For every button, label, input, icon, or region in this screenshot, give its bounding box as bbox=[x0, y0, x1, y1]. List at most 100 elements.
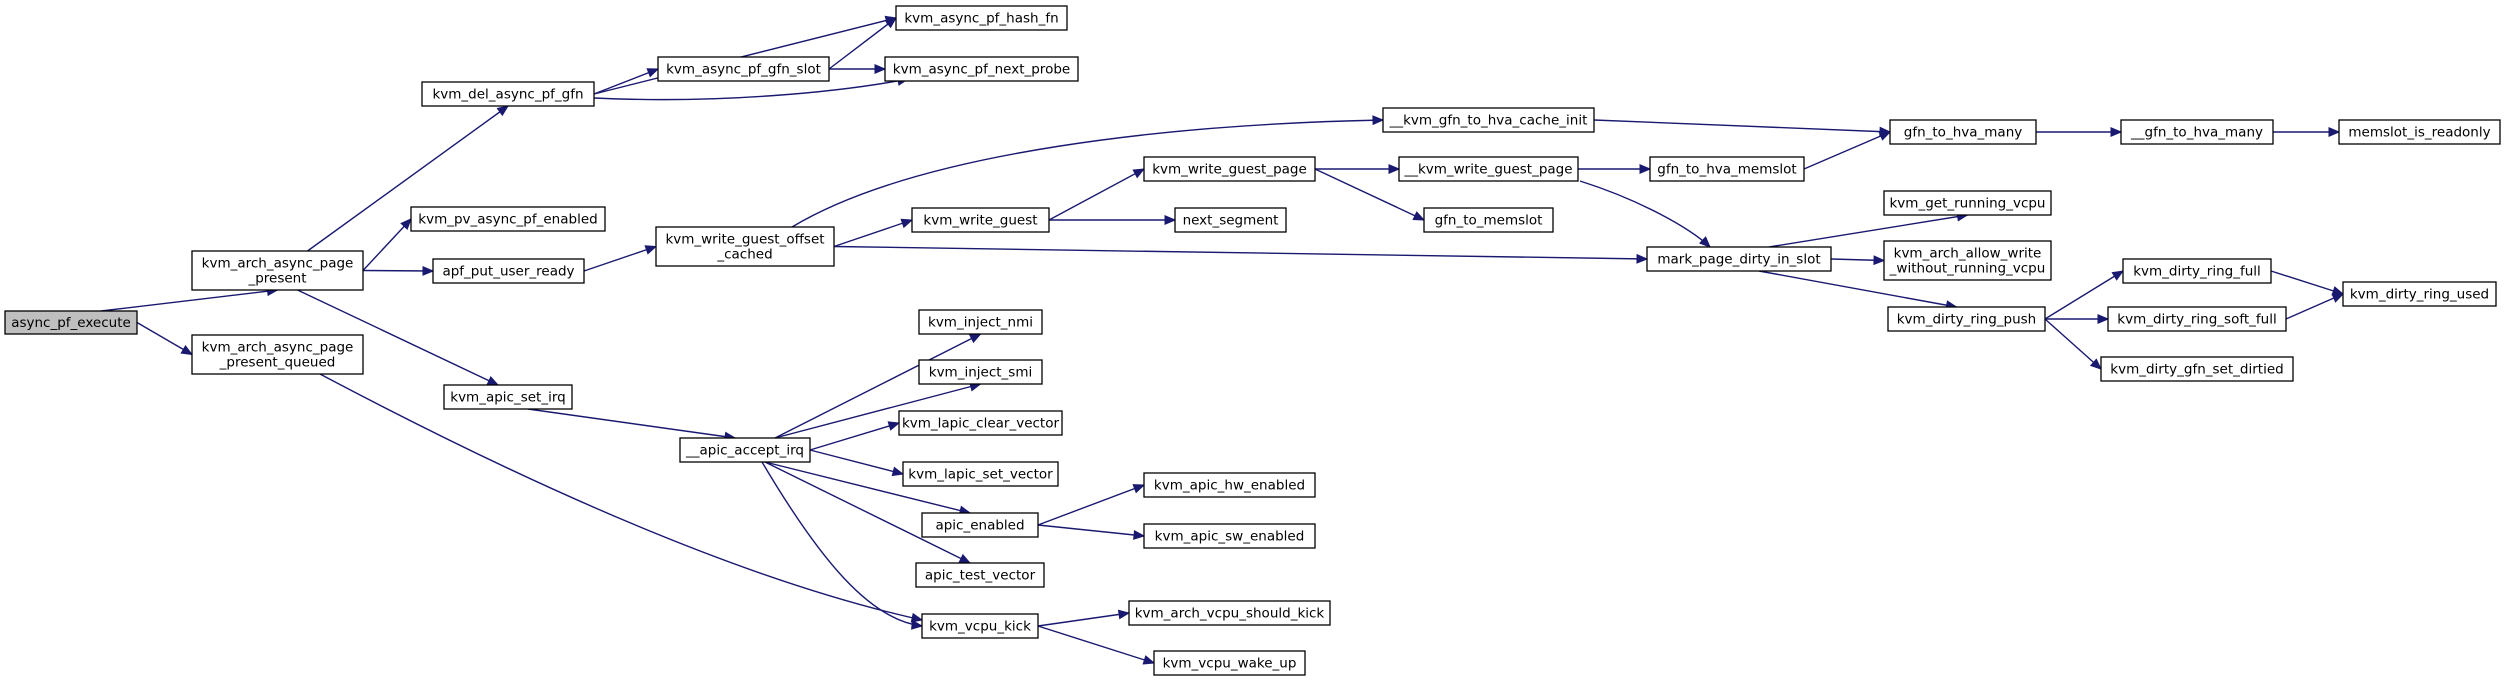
node-kvm-arch-allow-write-without-running-vcpu[interactable]: kvm_arch_allow_write_without_running_vcp… bbox=[1883, 240, 2052, 281]
node-apic-test-vector[interactable]: apic_test_vector bbox=[915, 562, 1045, 588]
edge-arrowhead bbox=[2089, 358, 2102, 370]
node-box bbox=[1883, 190, 2052, 216]
node-label: kvm_async_pf_hash_fn bbox=[904, 11, 1058, 27]
node-apic-enabled[interactable]: apic_enabled bbox=[921, 512, 1039, 538]
node-gfn-to-memslot[interactable]: gfn_to_memslot bbox=[1423, 207, 1554, 233]
node-gfn-to-hva-memslot[interactable]: gfn_to_hva_memslot bbox=[1649, 156, 1805, 182]
node---kvm-gfn-to-hva-cache-init[interactable]: __kvm_gfn_to_hva_cache_init bbox=[1382, 107, 1595, 133]
node-kvm-get-running-vcpu[interactable]: kvm_get_running_vcpu bbox=[1883, 190, 2052, 216]
node-label: kvm_dirty_ring_push bbox=[1897, 312, 2037, 328]
node-box bbox=[1143, 472, 1316, 498]
node---gfn-to-hva-many[interactable]: __gfn_to_hva_many bbox=[2120, 119, 2274, 145]
edge-line bbox=[1758, 270, 1957, 308]
node-box bbox=[918, 309, 1043, 335]
node-box bbox=[1382, 107, 1595, 133]
edge-line bbox=[2044, 270, 2124, 320]
edge-line bbox=[593, 17, 897, 95]
node-box bbox=[1398, 156, 1579, 182]
edge---apic-accept-irq-to-kvm-lapic-clear-vector bbox=[809, 421, 901, 451]
node-kvm-vcpu-kick[interactable]: kvm_vcpu_kick bbox=[921, 613, 1039, 639]
node-label: __gfn_to_hva_many bbox=[2130, 125, 2263, 141]
node-label: kvm_write_guest_offset bbox=[665, 232, 824, 248]
edge-mark-page-dirty-in-slot-to-kvm-arch-allow-write-without-running-vcpu bbox=[1830, 255, 1886, 266]
edge-kvm-arch-async-page-present-to-kvm-del-async-pf-gfn bbox=[307, 105, 510, 252]
node-kvm-dirty-gfn-set-dirtied[interactable]: kvm_dirty_gfn_set_dirtied bbox=[2100, 356, 2294, 382]
node-gfn-to-hva-many[interactable]: gfn_to_hva_many bbox=[1889, 119, 2037, 145]
edge-kvm-arch-async-page-present-queued-to-kvm-vcpu-kick bbox=[319, 373, 924, 623]
node-apf-put-user-ready[interactable]: apf_put_user_ready bbox=[432, 258, 585, 284]
node-label: kvm_arch_allow_write bbox=[1894, 246, 2042, 262]
node-kvm-apic-hw-enabled[interactable]: kvm_apic_hw_enabled bbox=[1143, 472, 1316, 498]
edge-arrowhead bbox=[1412, 211, 1426, 221]
node-kvm-dirty-ring-full[interactable]: kvm_dirty_ring_full bbox=[2122, 258, 2272, 284]
node-kvm-pv-async-pf-enabled[interactable]: kvm_pv_async_pf_enabled bbox=[410, 206, 606, 232]
edge---gfn-to-hva-many-to-memslot-is-readonly bbox=[2273, 127, 2341, 137]
edge-arrowhead bbox=[874, 64, 887, 74]
edge-arrowhead bbox=[2328, 127, 2341, 137]
node-box bbox=[410, 206, 606, 232]
node-box bbox=[2100, 356, 2294, 382]
node-label: __apic_accept_irq bbox=[685, 443, 804, 459]
node-async-pf-execute[interactable]: async_pf_execute bbox=[4, 310, 138, 335]
node-label: _present_queued bbox=[219, 355, 336, 371]
node-kvm-dirty-ring-used[interactable]: kvm_dirty_ring_used bbox=[2342, 281, 2497, 307]
edge-line bbox=[1579, 180, 1711, 248]
node-memslot-is-readonly[interactable]: memslot_is_readonly bbox=[2338, 119, 2501, 145]
edge-line bbox=[809, 449, 904, 475]
edge-line bbox=[136, 321, 193, 356]
node-kvm-arch-async-page-present-queued[interactable]: kvm_arch_async_page_present_queued bbox=[191, 334, 364, 375]
node-kvm-arch-vcpu-should-kick[interactable]: kvm_arch_vcpu_should_kick bbox=[1128, 600, 1331, 626]
edge-kvm-write-guest-to-next-segment bbox=[1049, 215, 1177, 225]
node-kvm-write-guest-page[interactable]: kvm_write_guest_page bbox=[1143, 156, 1316, 182]
edge-arrowhead bbox=[1132, 168, 1146, 179]
edge-line bbox=[1048, 168, 1145, 221]
node-kvm-inject-smi[interactable]: kvm_inject_smi bbox=[918, 359, 1043, 385]
edge-kvm-del-async-pf-gfn-to-kvm-async-pf-hash-fn bbox=[593, 15, 898, 95]
node-kvm-write-guest[interactable]: kvm_write_guest bbox=[911, 207, 1050, 233]
node-box bbox=[443, 384, 573, 410]
node-kvm-async-pf-gfn-slot[interactable]: kvm_async_pf_gfn_slot bbox=[657, 56, 830, 82]
node-kvm-async-pf-next-probe[interactable]: kvm_async_pf_next_probe bbox=[884, 56, 1079, 82]
node-label: kvm_apic_hw_enabled bbox=[1154, 478, 1305, 494]
edge-arrowhead bbox=[496, 105, 510, 117]
node-kvm-inject-nmi[interactable]: kvm_inject_nmi bbox=[918, 309, 1043, 335]
node-kvm-dirty-ring-soft-full[interactable]: kvm_dirty_ring_soft_full bbox=[2107, 306, 2287, 332]
node-kvm-apic-set-irq[interactable]: kvm_apic_set_irq bbox=[443, 384, 573, 410]
node-kvm-lapic-clear-vector[interactable]: kvm_lapic_clear_vector bbox=[898, 410, 1063, 436]
node-box bbox=[1887, 306, 2046, 332]
node-kvm-apic-sw-enabled[interactable]: kvm_apic_sw_enabled bbox=[1143, 523, 1316, 549]
node-box bbox=[921, 512, 1039, 538]
edge-line bbox=[362, 269, 434, 272]
node---apic-accept-irq[interactable]: __apic_accept_irq bbox=[679, 437, 811, 463]
node-kvm-vcpu-wake-up[interactable]: kvm_vcpu_wake_up bbox=[1153, 650, 1306, 676]
node-mark-page-dirty-in-slot[interactable]: mark_page_dirty_in_slot bbox=[1646, 246, 1832, 272]
node-next-segment[interactable]: next_segment bbox=[1174, 207, 1287, 233]
edge-kvm-write-guest-offset-cached-to---kvm-gfn-to-hva-cache-init bbox=[791, 115, 1385, 228]
node-kvm-del-async-pf-gfn[interactable]: kvm_del_async_pf_gfn bbox=[421, 81, 595, 107]
node-kvm-async-pf-hash-fn[interactable]: kvm_async_pf_hash_fn bbox=[895, 5, 1068, 31]
edge-arrowhead bbox=[891, 466, 905, 477]
node-kvm-lapic-set-vector[interactable]: kvm_lapic_set_vector bbox=[902, 461, 1059, 487]
edge-kvm-vcpu-kick-to-kvm-arch-vcpu-should-kick bbox=[1037, 609, 1131, 627]
edge-line bbox=[1314, 168, 1425, 221]
node-box bbox=[1649, 156, 1805, 182]
node-label: kvm_async_pf_next_probe bbox=[893, 62, 1070, 78]
node-kvm-write-guest-offset-cached[interactable]: kvm_write_guest_offset_cached bbox=[655, 226, 835, 267]
edge-async-pf-execute-to-kvm-arch-async-page-present-queued bbox=[136, 321, 194, 356]
edge-arrowhead bbox=[1878, 131, 1892, 141]
node-label: kvm_dirty_gfn_set_dirtied bbox=[2110, 362, 2283, 378]
node-box bbox=[884, 56, 1079, 82]
node-kvm-dirty-ring-push[interactable]: kvm_dirty_ring_push bbox=[1887, 306, 2046, 332]
edge-line bbox=[833, 219, 913, 248]
edge-line bbox=[774, 383, 981, 439]
node---kvm-write-guest-page[interactable]: __kvm_write_guest_page bbox=[1398, 156, 1579, 182]
node-box bbox=[191, 334, 364, 375]
node-box bbox=[1143, 523, 1316, 549]
node-kvm-arch-async-page-present[interactable]: kvm_arch_async_page_present bbox=[191, 250, 364, 291]
edge-kvm-dirty-ring-push-to-kvm-dirty-ring-soft-full bbox=[2045, 314, 2110, 324]
edge-line bbox=[1037, 612, 1130, 627]
edge-line bbox=[1037, 524, 1145, 537]
node-label: kvm_get_running_vcpu bbox=[1889, 196, 2045, 212]
node-label: kvm_arch_async_page bbox=[202, 256, 354, 272]
edge-line bbox=[1803, 131, 1891, 170]
